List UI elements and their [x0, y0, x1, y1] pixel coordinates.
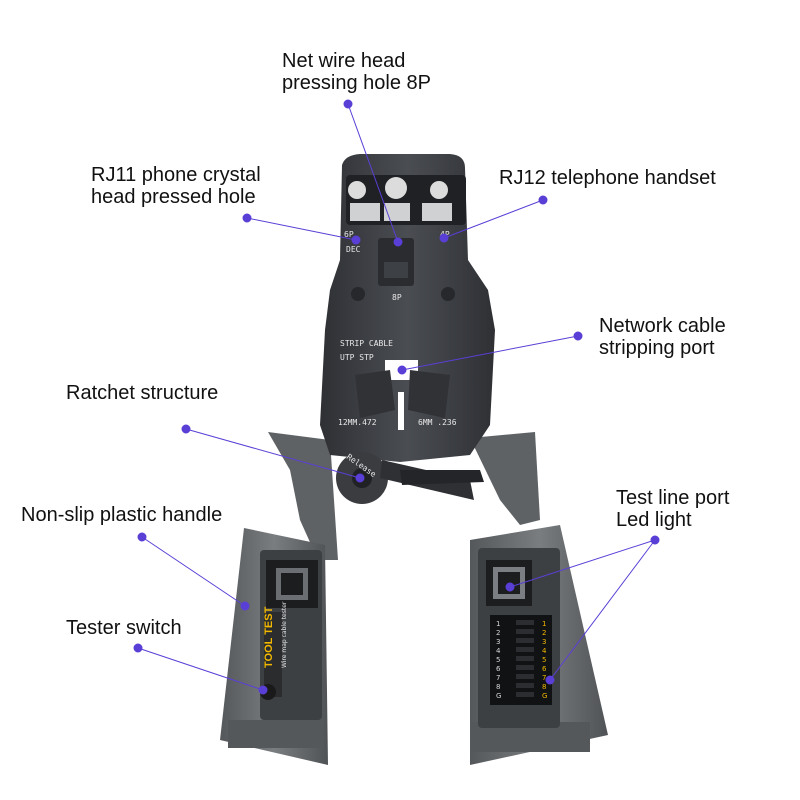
blade-6mm-text: 6MM .236	[418, 418, 457, 427]
callout-handle: Non-slip plastic handle	[21, 504, 222, 526]
callout-net-wire-head-line2: pressing hole 8P	[282, 72, 431, 94]
dot-test-port-end	[505, 582, 515, 592]
dot-rj11-end	[351, 235, 361, 245]
die-8p-text: 8P	[392, 293, 402, 302]
leader-net-wire-head	[347, 103, 399, 243]
dot-rj12-end	[439, 233, 449, 243]
led-label-right-0: 1	[542, 620, 546, 628]
callout-rj11-line2: head pressed hole	[91, 186, 256, 208]
dot-network-strip	[573, 331, 583, 341]
dot-rj11	[242, 213, 252, 223]
led-label-left-1: 2	[496, 629, 500, 637]
dot-ratchet	[181, 424, 191, 434]
callout-network-strip: Network cable stripping port	[599, 315, 726, 359]
leader-test-port	[509, 539, 656, 588]
led-label-right-7: 8	[542, 683, 546, 691]
led-light-7	[516, 683, 534, 688]
led-label-right-8: G	[542, 692, 547, 700]
callout-net-wire-head-line1: Net wire head	[282, 50, 406, 72]
callout-rj11: RJ11 phone crystal head pressed hole	[91, 164, 261, 208]
leader-led	[549, 539, 656, 681]
led-light-column	[516, 620, 534, 697]
led-label-left-8: G	[496, 692, 501, 700]
led-light-6	[516, 674, 534, 679]
callout-rj12-line1: RJ12 telephone handset	[499, 167, 716, 189]
callout-test-port-line1: Test line port	[616, 487, 730, 509]
led-light-0	[516, 620, 534, 625]
dot-rj12	[538, 195, 548, 205]
callout-test-port-line2: Led light	[616, 509, 692, 531]
strip-cable-text: STRIP CABLE	[340, 339, 393, 348]
leader-ratchet	[185, 428, 361, 479]
led-light-5	[516, 665, 534, 670]
callout-switch-line1: Tester switch	[66, 617, 182, 639]
brand-text: TOOL TEST	[263, 606, 275, 668]
led-light-8	[516, 692, 534, 697]
left-tester-module	[260, 550, 322, 720]
dot-net-wire-head-end	[393, 237, 403, 247]
led-label-right-1: 2	[542, 629, 546, 637]
callout-rj11-line1: RJ11 phone crystal	[91, 164, 261, 186]
die-6p-text: 6P	[344, 230, 354, 239]
led-label-left-5: 6	[496, 665, 501, 673]
dot-switch-end	[258, 685, 268, 695]
blade-12mm-text: 12MM.472	[338, 418, 377, 427]
led-label-left-0: 1	[496, 620, 500, 628]
led-label-left-4: 5	[496, 656, 500, 664]
leader-network-strip	[401, 335, 579, 371]
led-label-right-6: 7	[542, 674, 546, 682]
callout-network-strip-line2: stripping port	[599, 337, 715, 359]
dot-led-end	[545, 675, 555, 685]
callout-net-wire-head: Net wire head pressing hole 8P	[282, 50, 431, 94]
callout-switch: Tester switch	[66, 617, 182, 639]
dot-switch	[133, 643, 143, 653]
callout-rj12: RJ12 telephone handset	[499, 167, 716, 189]
metal-head	[320, 154, 495, 462]
led-light-3	[516, 647, 534, 652]
led-label-left-2: 3	[496, 638, 500, 646]
dot-handle-end	[240, 601, 250, 611]
led-label-right-3: 4	[542, 647, 547, 655]
leader-handle	[141, 536, 246, 607]
leader-rj12	[443, 199, 544, 239]
led-light-4	[516, 656, 534, 661]
die-dec-text: DEC	[346, 245, 361, 254]
led-light-1	[516, 629, 534, 634]
tester-subtitle-text: Wire map cable tester	[281, 601, 288, 668]
dot-network-strip-end	[397, 365, 407, 375]
dot-handle	[137, 532, 147, 542]
led-light-2	[516, 638, 534, 643]
dot-net-wire-head	[343, 99, 353, 109]
callout-ratchet: Ratchet structure	[66, 382, 218, 404]
led-label-right-4: 5	[542, 656, 546, 664]
led-label-right-2: 3	[542, 638, 546, 646]
dot-test-port	[650, 535, 660, 545]
led-label-left-3: 4	[496, 647, 501, 655]
callout-network-strip-line1: Network cable	[599, 315, 726, 337]
dot-ratchet-end	[355, 473, 365, 483]
utp-stp-text: UTP STP	[340, 353, 374, 362]
leader-switch	[137, 647, 264, 691]
leader-rj11	[246, 217, 357, 241]
callout-test-port: Test line port Led light	[616, 487, 729, 531]
callout-handle-line1: Non-slip plastic handle	[21, 504, 223, 526]
led-label-left-6: 7	[496, 674, 500, 682]
callout-leaders	[133, 99, 660, 695]
callout-ratchet-line1: Ratchet structure	[66, 382, 219, 404]
led-label-right-5: 6	[542, 665, 547, 673]
led-label-left-7: 8	[496, 683, 500, 691]
